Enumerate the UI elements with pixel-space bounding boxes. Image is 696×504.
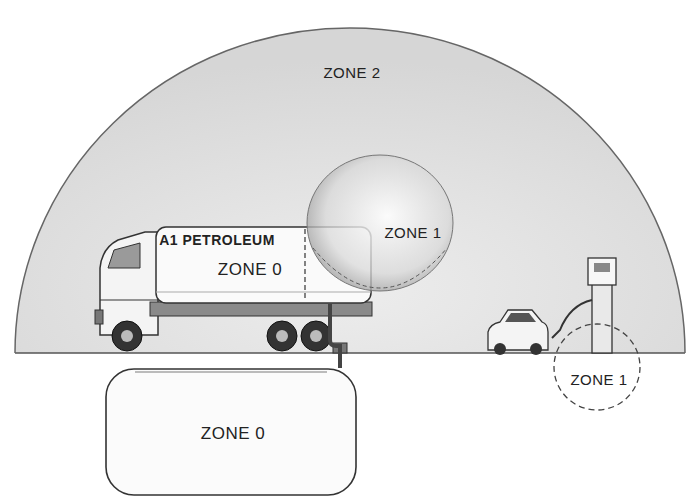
zone-area: ZONE 2 A1 PETROLEUM ZONE 0 ZONE 1 [15, 28, 685, 353]
zone-label: ZONE 1 [384, 224, 441, 241]
zone-label: ZONE 2 [323, 64, 380, 81]
zone-area: ZONE 0 [105, 368, 357, 496]
dashcircle-outline [552, 322, 642, 412]
zone-label: ZONE 0 [218, 260, 282, 280]
tanker-logo: A1 PETROLEUM [159, 232, 275, 248]
fill-hose [330, 304, 340, 368]
zone-area: ZONE 1 [552, 322, 642, 412]
zone-label: ZONE 0 [201, 424, 265, 444]
zone-label: ZONE 1 [570, 371, 627, 388]
zone-area: ZONE 1 [305, 148, 455, 308]
